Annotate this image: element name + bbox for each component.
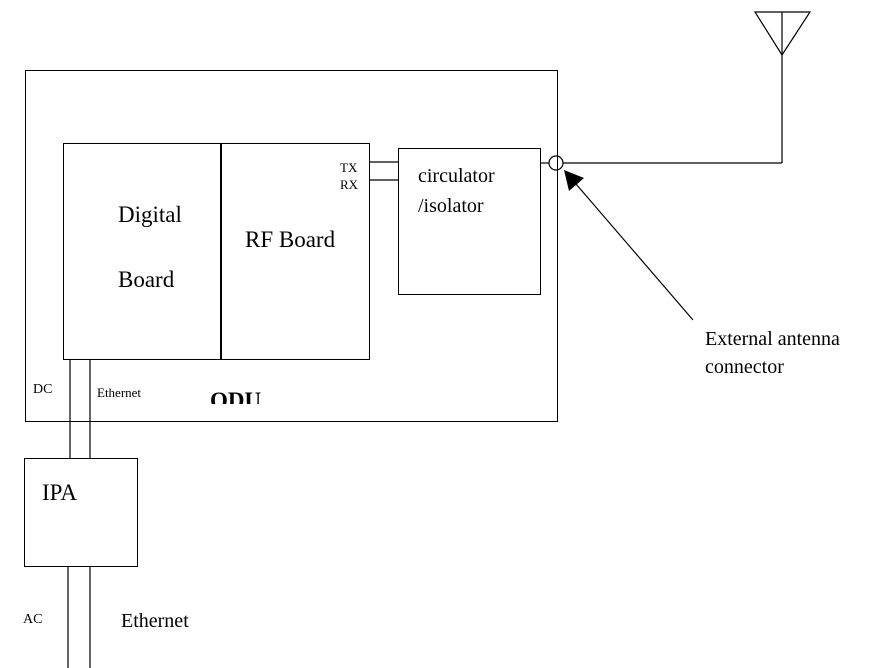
antenna-connector bbox=[548, 155, 564, 171]
ac-label: AC bbox=[23, 612, 43, 627]
ipa-box bbox=[24, 458, 138, 567]
odu-label: ODU bbox=[210, 389, 262, 404]
circulator-label-line1: circulator bbox=[418, 165, 495, 187]
connector-arrowhead bbox=[564, 170, 584, 191]
odu-enclosure bbox=[25, 70, 558, 422]
ipa-label: IPA bbox=[42, 480, 77, 505]
digital-board bbox=[63, 143, 221, 360]
ethernet-outer-label: Ethernet bbox=[121, 610, 189, 632]
rf-board-label: RF Board bbox=[245, 227, 336, 252]
external-antenna-label-line1: External antenna bbox=[705, 328, 840, 350]
circulator-label-line2: /isolator bbox=[418, 195, 484, 217]
rf-board bbox=[221, 143, 370, 360]
rx-label: RX bbox=[340, 177, 359, 192]
dc-label: DC bbox=[33, 382, 53, 397]
digital-board-label-line1: Digital bbox=[118, 202, 182, 227]
tx-label: TX bbox=[340, 160, 358, 175]
ethernet-inner-label: Ethernet bbox=[97, 385, 142, 400]
connector-arrow-line bbox=[575, 183, 694, 321]
external-antenna-label-line2: connector bbox=[705, 356, 784, 378]
digital-board-label-line2: Board bbox=[118, 267, 175, 292]
circulator-isolator bbox=[398, 148, 541, 295]
